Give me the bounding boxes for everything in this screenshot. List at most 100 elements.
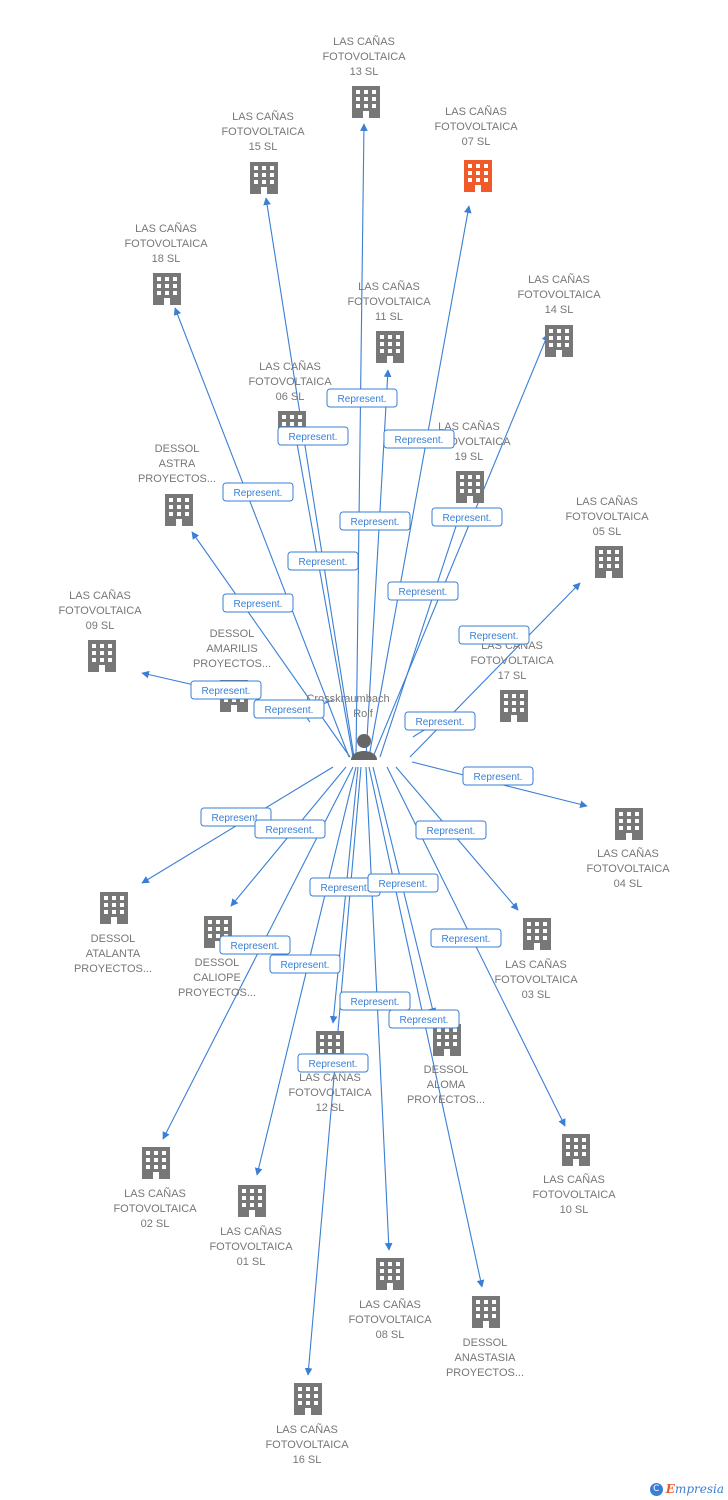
company-node-namarilis[interactable]: DESSOLAMARILISPROYECTOS... — [193, 628, 271, 712]
company-name-line: 15 SL — [249, 141, 278, 153]
company-name-line: LAS CAÑAS — [438, 420, 500, 433]
relation-label-text: Represent. — [395, 435, 444, 446]
building-icon — [464, 160, 492, 192]
building-icon — [294, 1383, 322, 1415]
relation-label[interactable]: Represent. — [383, 429, 455, 449]
relation-label-text: Represent. — [470, 631, 519, 642]
company-name-line: FOTOVOLTAICA — [265, 1439, 349, 1451]
center-person[interactable]: Crosskraumbach Rolf — [306, 693, 390, 760]
building-icon — [456, 471, 484, 503]
company-name-line: 19 SL — [455, 451, 484, 463]
relation-label[interactable]: Represent. — [431, 507, 503, 527]
relation-label[interactable]: Represent. — [326, 388, 398, 408]
relation-label[interactable]: Represent. — [404, 711, 476, 731]
company-name-line: FOTOVOLTAICA — [288, 1087, 372, 1099]
building-icon — [500, 690, 528, 722]
company-node-nastra[interactable]: DESSOLASTRAPROYECTOS... — [138, 443, 216, 526]
building-icon — [88, 640, 116, 672]
company-node-natalanta[interactable]: DESSOLATALANTAPROYECTOS... — [74, 892, 152, 975]
company-name-line: PROYECTOS... — [446, 1367, 524, 1379]
company-name-line: PROYECTOS... — [407, 1094, 485, 1106]
relation-label[interactable]: Represent. — [339, 991, 411, 1011]
relation-label[interactable]: Represent. — [269, 954, 341, 974]
company-name-line: 12 SL — [316, 1102, 345, 1114]
relation-label[interactable]: Represent. — [388, 1009, 460, 1029]
relation-label[interactable]: Represent. — [277, 426, 349, 446]
company-name-line: FOTOVOLTAICA — [209, 1241, 293, 1253]
company-name-line: LAS CAÑAS — [543, 1173, 605, 1186]
company-name-line: ANASTASIA — [455, 1352, 517, 1364]
center-name-line-2: Rolf — [353, 708, 374, 720]
relation-label-text: Represent. — [416, 717, 465, 728]
company-node-nanastasia[interactable]: DESSOL ANASTASIA PROYECTOS... — [446, 1296, 524, 1379]
relation-label[interactable]: Represent. — [462, 766, 534, 786]
edge-n05 — [409, 582, 581, 758]
relation-label[interactable]: Represent. — [430, 928, 502, 948]
building-icon — [376, 1258, 404, 1290]
company-node-naloma[interactable]: DESSOLALOMAPROYECTOS... — [407, 1024, 485, 1106]
relation-label[interactable]: Represent. — [222, 593, 294, 613]
company-node-ncaliope[interactable]: DESSOLCALIOPEPROYECTOS... — [178, 916, 256, 999]
building-icon — [376, 331, 404, 363]
company-name-line: FOTOVOLTAICA — [113, 1203, 197, 1215]
relation-label[interactable]: Represent. — [339, 511, 411, 531]
relation-label[interactable]: Represent. — [287, 551, 359, 571]
relation-label[interactable]: Represent. — [254, 819, 326, 839]
relation-label[interactable]: Represent. — [458, 625, 530, 645]
edge-n14 — [372, 333, 549, 758]
building-icon — [615, 808, 643, 840]
company-name-line: FOTOVOLTAICA — [470, 655, 554, 667]
edge-n19 — [379, 507, 464, 758]
company-name-line: 18 SL — [152, 253, 181, 265]
relation-label-text: Represent. — [234, 599, 283, 610]
company-name-line: 14 SL — [545, 304, 574, 316]
relation-labels-layer: Represent.Represent.Represent.Represent.… — [190, 388, 534, 1073]
company-name-line: DESSOL — [463, 1337, 508, 1349]
relation-label-text: Represent. — [289, 432, 338, 443]
relation-label-text: Represent. — [399, 587, 448, 598]
relation-label[interactable]: Represent. — [415, 820, 487, 840]
building-icon — [433, 1024, 461, 1056]
copyright-icon: C — [649, 1482, 663, 1496]
relation-label[interactable]: Represent. — [367, 873, 439, 893]
relation-label[interactable]: Represent. — [219, 935, 291, 955]
edge-nastra — [191, 531, 351, 758]
relation-label[interactable]: Represent. — [190, 680, 262, 700]
company-name-line: PROYECTOS... — [178, 987, 256, 999]
company-name-line: FOTOVOLTAICA — [347, 296, 431, 308]
relation-label[interactable]: Represent. — [200, 807, 272, 827]
company-name-line: FOTOVOLTAICA — [58, 605, 142, 617]
relation-label-text: Represent. — [299, 557, 348, 568]
company-name-line: 17 SL — [498, 670, 527, 682]
company-name-line: DESSOL — [210, 628, 255, 640]
company-name-line: LAS CAÑAS — [232, 110, 294, 123]
empresia-brand[interactable]: C Empresia — [649, 1482, 724, 1496]
relation-label[interactable]: Represent. — [253, 699, 325, 719]
company-name-line: LAS CAÑAS — [358, 280, 420, 293]
relation-label-text: Represent. — [202, 686, 251, 697]
relation-label-text: Represent. — [265, 705, 314, 716]
company-name-line: LAS CAÑAS — [259, 360, 321, 373]
relation-label[interactable]: Represent. — [222, 482, 294, 502]
relation-label-text: Represent. — [443, 513, 492, 524]
relation-label[interactable]: Represent. — [387, 581, 459, 601]
relation-label[interactable]: Represent. — [297, 1053, 369, 1073]
